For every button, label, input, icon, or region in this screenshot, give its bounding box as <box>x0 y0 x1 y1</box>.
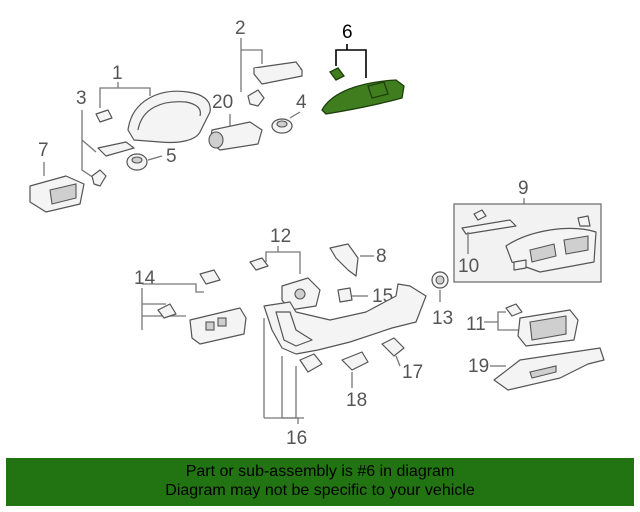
callout-19: 19 <box>468 356 489 377</box>
part-11-clip <box>505 303 523 317</box>
leader-1 <box>99 82 151 108</box>
callout-9: 9 <box>518 178 529 199</box>
part-3-clip <box>91 169 107 187</box>
part-6-highlighted-assembly[interactable] <box>321 67 405 115</box>
leader-14 <box>141 283 204 330</box>
callout-3: 3 <box>76 88 87 109</box>
part-5-knob[interactable] <box>126 153 148 171</box>
callout-12: 12 <box>270 226 291 247</box>
part-2-cover[interactable] <box>253 61 303 85</box>
leader-6 <box>335 44 367 78</box>
callout-13: 13 <box>432 308 453 329</box>
part-11-panel[interactable] <box>517 309 579 347</box>
callout-20: 20 <box>212 92 233 113</box>
part-16-lower-panel[interactable] <box>263 283 427 355</box>
callout-1: 1 <box>112 63 123 84</box>
part-8-bracket[interactable] <box>329 243 359 277</box>
leader-2 <box>240 38 263 92</box>
callout-11: 11 <box>466 314 486 335</box>
part-9-inset <box>453 203 602 283</box>
callout-14: 14 <box>134 268 156 289</box>
callout-17: 17 <box>402 362 423 383</box>
part-14-clip-a <box>199 269 221 285</box>
callout-8: 8 <box>376 246 387 267</box>
part-1-clip <box>95 109 113 123</box>
callout-10: 10 <box>458 256 479 277</box>
banner-line-2: Diagram may not be specific to your vehi… <box>165 482 475 499</box>
part-20-switch[interactable] <box>208 121 263 151</box>
leader-12 <box>265 246 301 274</box>
leader-3 <box>81 110 97 179</box>
callout-5: 5 <box>166 146 177 167</box>
callout-7: 7 <box>38 140 49 161</box>
part-17-clip[interactable] <box>381 337 405 357</box>
part-2-clip <box>247 89 265 107</box>
part-14-panel[interactable] <box>189 307 247 345</box>
part-4-knob[interactable] <box>271 118 293 134</box>
part-1-cluster-hood[interactable] <box>127 90 211 144</box>
callout-4: 4 <box>296 92 307 113</box>
callout-6: 6 <box>342 22 353 43</box>
part-19-rail[interactable] <box>493 347 605 391</box>
callout-18: 18 <box>346 390 367 411</box>
parts-diagram: 1 2 3 20 4 5 7 6 <box>29 18 605 449</box>
info-banner: Part or sub-assembly is #6 in diagram Di… <box>6 458 634 506</box>
leader-5 <box>147 155 163 161</box>
part-18-parts[interactable] <box>299 351 369 373</box>
part-3-panel <box>97 141 135 157</box>
part-14-clip-b <box>157 303 177 319</box>
part-12-clip <box>249 257 269 271</box>
part-15-clip[interactable] <box>337 287 353 303</box>
banner-line-1: Part or sub-assembly is #6 in diagram <box>185 463 455 480</box>
leader-16 <box>264 417 299 424</box>
leader-17 <box>395 355 401 367</box>
leader-4 <box>289 111 301 119</box>
part-13-grommet[interactable] <box>431 271 449 289</box>
part-10-strip <box>461 219 517 235</box>
callout-16: 16 <box>286 428 307 449</box>
leader-11 <box>484 311 520 331</box>
part-7-vent[interactable] <box>29 175 85 213</box>
callout-2: 2 <box>235 18 246 39</box>
part-12-cover[interactable] <box>281 277 321 311</box>
